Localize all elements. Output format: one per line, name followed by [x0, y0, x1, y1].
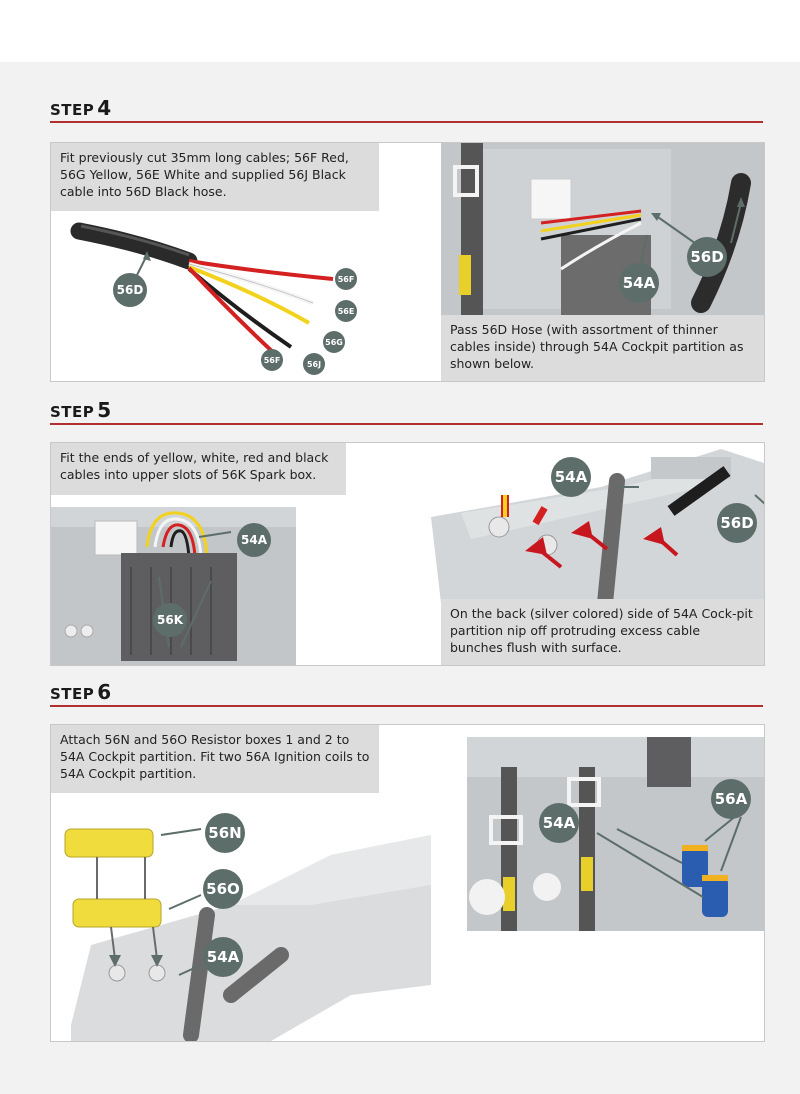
- label-54a-partition-left: 54A: [237, 523, 271, 557]
- ignition-coils-illustration: [467, 737, 764, 931]
- label-56d-hose: 56D: [113, 273, 147, 307]
- label-56j-black: 56J: [303, 353, 325, 375]
- label-56f-red: 56F: [335, 268, 357, 290]
- label-56d-hose: 56D: [717, 503, 757, 543]
- cable-bundle-illustration: [51, 143, 441, 381]
- step-number: 6: [97, 680, 111, 704]
- step-word: STEP: [50, 101, 94, 119]
- step-5-rule: [50, 423, 763, 425]
- label-56a-ignition-coils: 56A: [711, 779, 751, 819]
- step-6-rule: [50, 705, 763, 707]
- step-number: 5: [97, 398, 111, 422]
- label-56d-hose-right: 56D: [687, 237, 727, 277]
- label-54a-partition-right: 54A: [551, 457, 591, 497]
- label-56o-resistor-2: 56O: [203, 869, 243, 909]
- step-5-instruction: Fit the ends of yellow, white, red and b…: [51, 443, 346, 495]
- step-6-panel: Attach 56N and 56O Resistor boxes 1 and …: [50, 724, 765, 1042]
- top-band: [0, 0, 800, 62]
- label-56g-yellow: 56G: [323, 331, 345, 353]
- step-word: STEP: [50, 403, 94, 421]
- step-4-instruction-right: Pass 56D Hose (with assortment of thinne…: [441, 315, 764, 381]
- step-4-rule: [50, 121, 763, 123]
- step-number: 4: [97, 96, 111, 120]
- label-54a-partition: 54A: [619, 263, 659, 303]
- step-6-instruction: Attach 56N and 56O Resistor boxes 1 and …: [51, 725, 379, 793]
- label-56k-spark-box: 56K: [153, 603, 187, 637]
- label-56n-resistor-1: 56N: [205, 813, 245, 853]
- step-5-panel: Fit the ends of yellow, white, red and b…: [50, 442, 765, 666]
- label-54a-partition-left: 54A: [203, 937, 243, 977]
- label-56f-red-bottom: 56F: [261, 349, 283, 371]
- label-54a-partition-right: 54A: [539, 803, 579, 843]
- step-5-instruction-right: On the back (silver colored) side of 54A…: [441, 599, 764, 665]
- step-4-panel: Fit previously cut 35mm long cables; 56F…: [50, 142, 765, 382]
- label-56e-white: 56E: [335, 300, 357, 322]
- step-word: STEP: [50, 685, 94, 703]
